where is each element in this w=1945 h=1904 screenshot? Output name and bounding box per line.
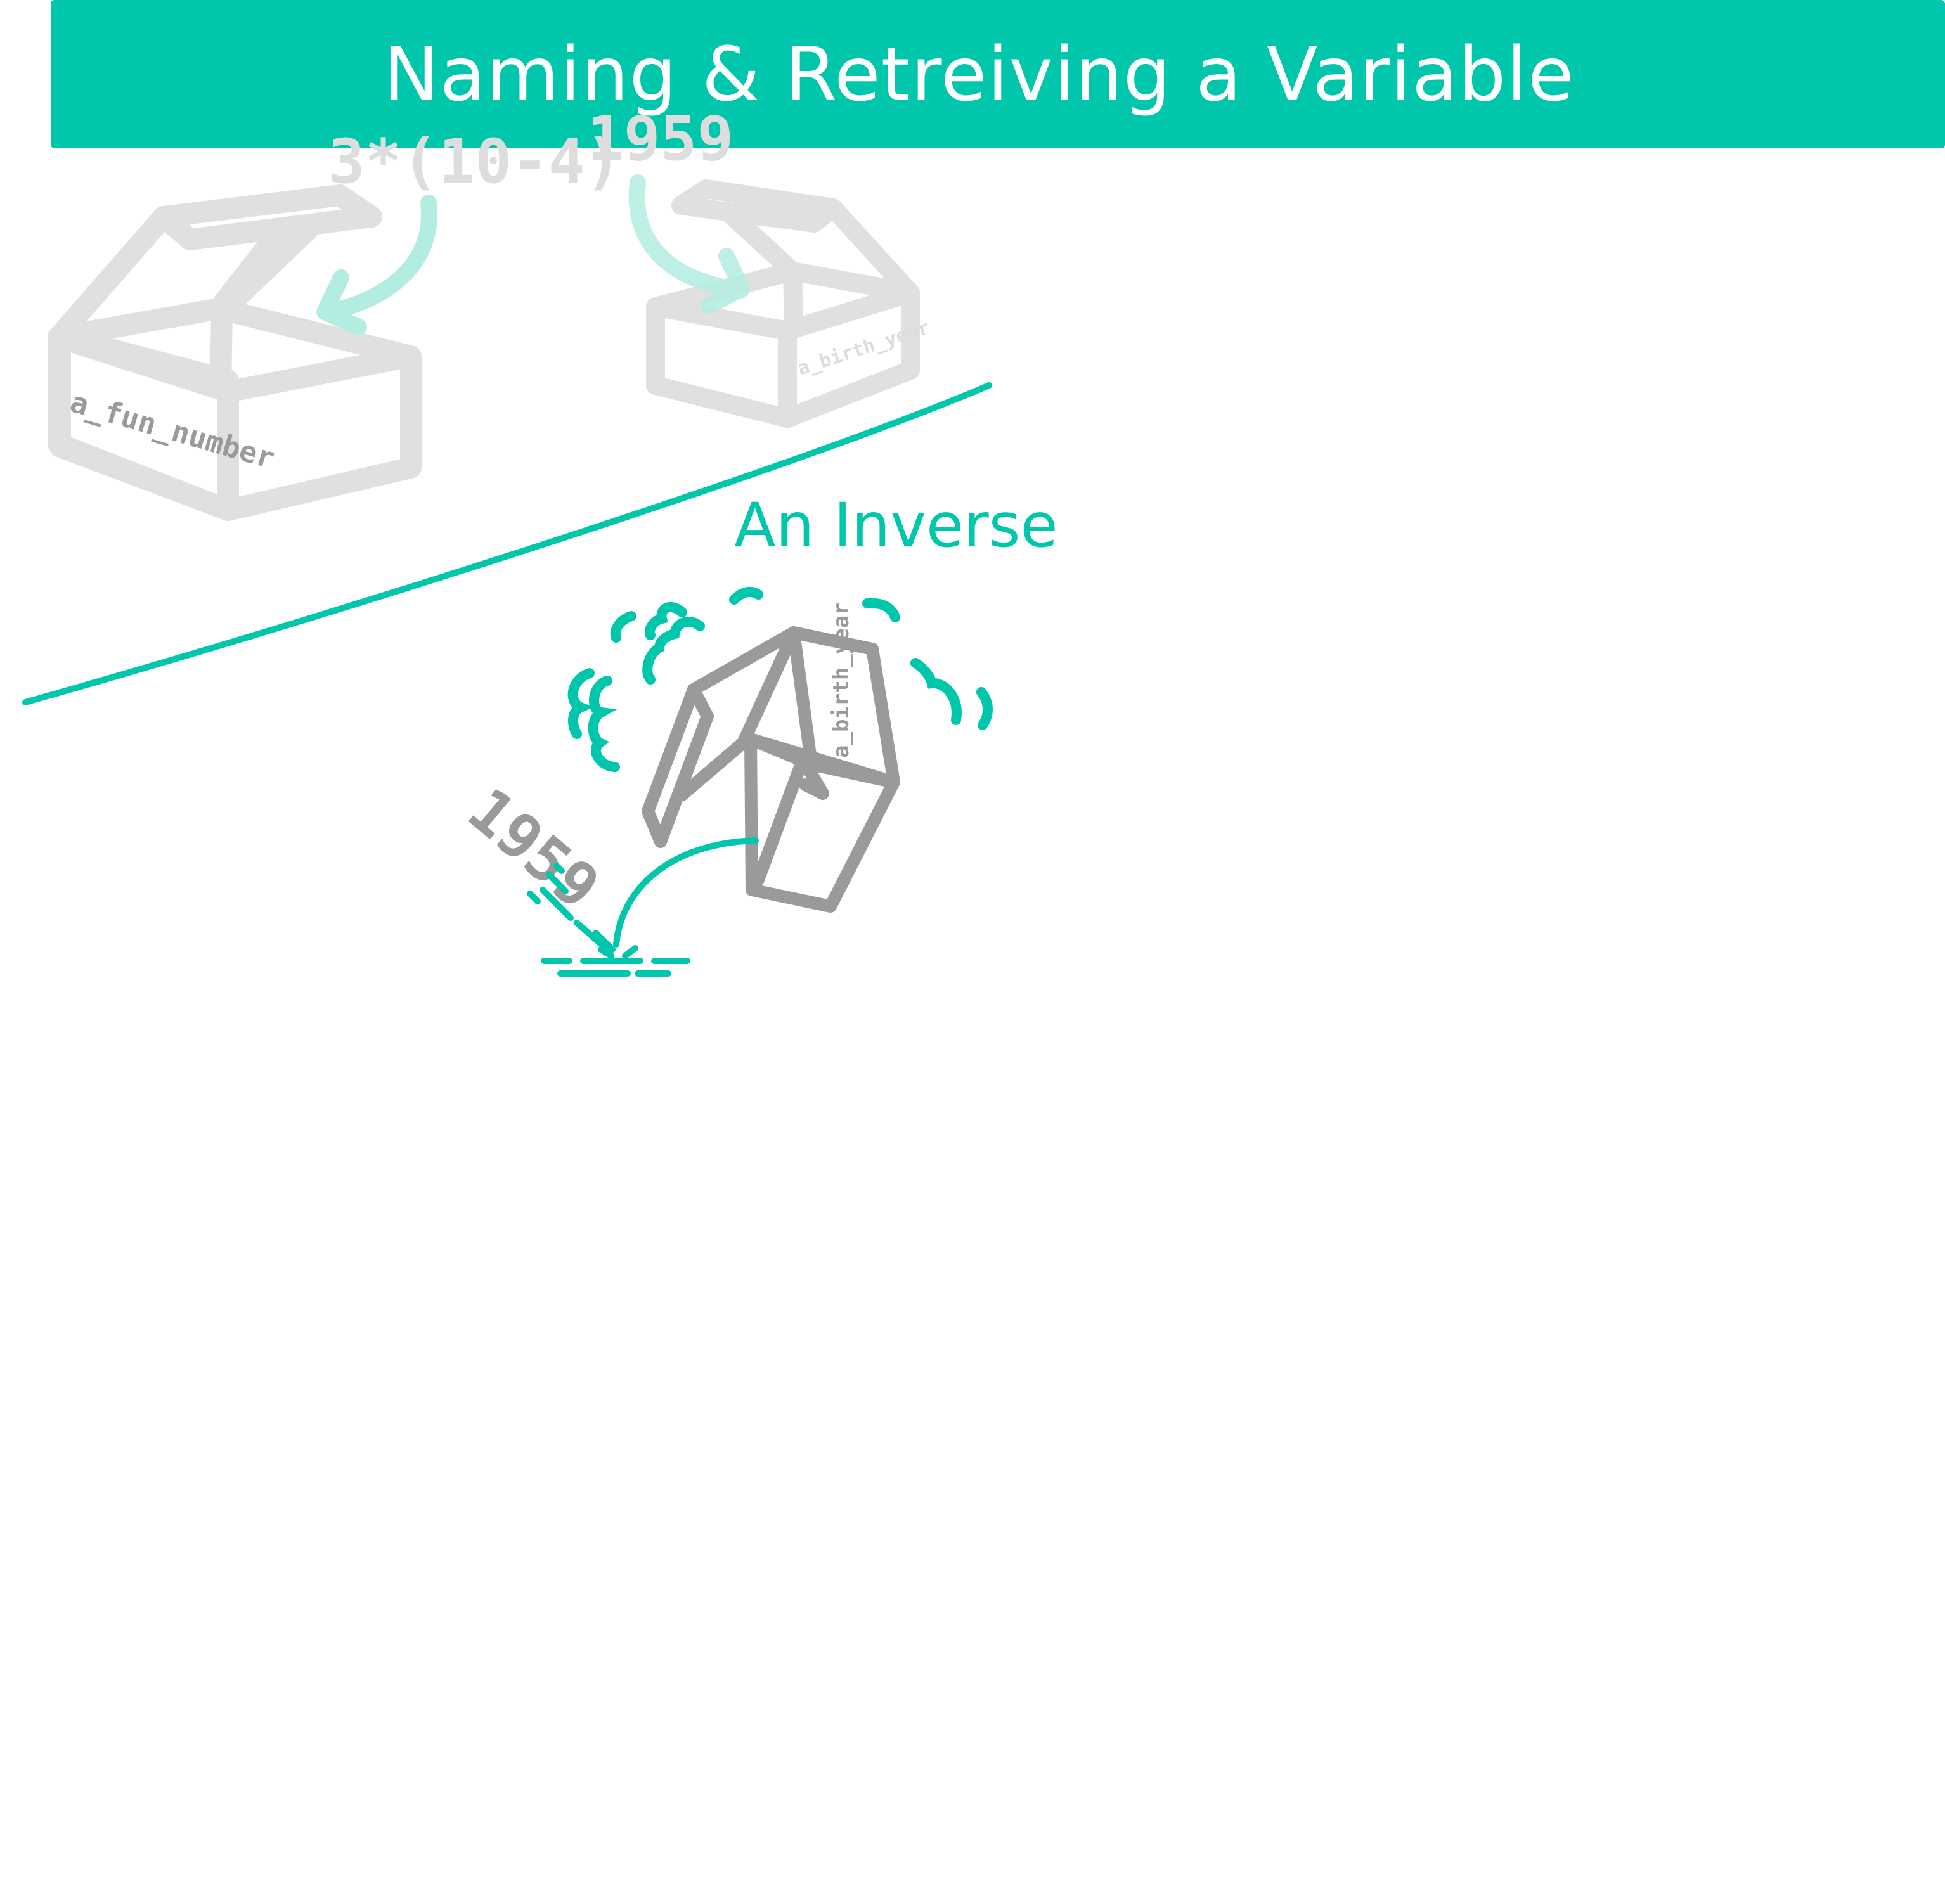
divider-line [22, 382, 992, 705]
trajectory-dashes-icon [527, 863, 616, 954]
page-title: Naming & Retreiving a Variable [383, 30, 1575, 118]
impact-lines-icon [541, 945, 690, 977]
box-label-a-birth-year-inverse: a_birth_year [829, 602, 854, 758]
arrow-into-box-2-icon [628, 174, 750, 314]
value-3x10-4: 3*(10-4) [328, 126, 621, 197]
box-a-birth-year-inverse [642, 626, 900, 913]
arrow-into-box-1-icon [316, 195, 437, 335]
box-a-birth-year-top [646, 179, 920, 428]
arrow-out-of-box-icon [613, 837, 759, 948]
title-bar: Naming & Retreiving a Variable [51, 0, 1945, 148]
section-label-an-inverse: An Inverse [734, 490, 1058, 561]
box-a-fun-number [48, 184, 422, 521]
value-1959-top: 1959 [587, 103, 733, 174]
motion-lines-icon [567, 586, 993, 772]
